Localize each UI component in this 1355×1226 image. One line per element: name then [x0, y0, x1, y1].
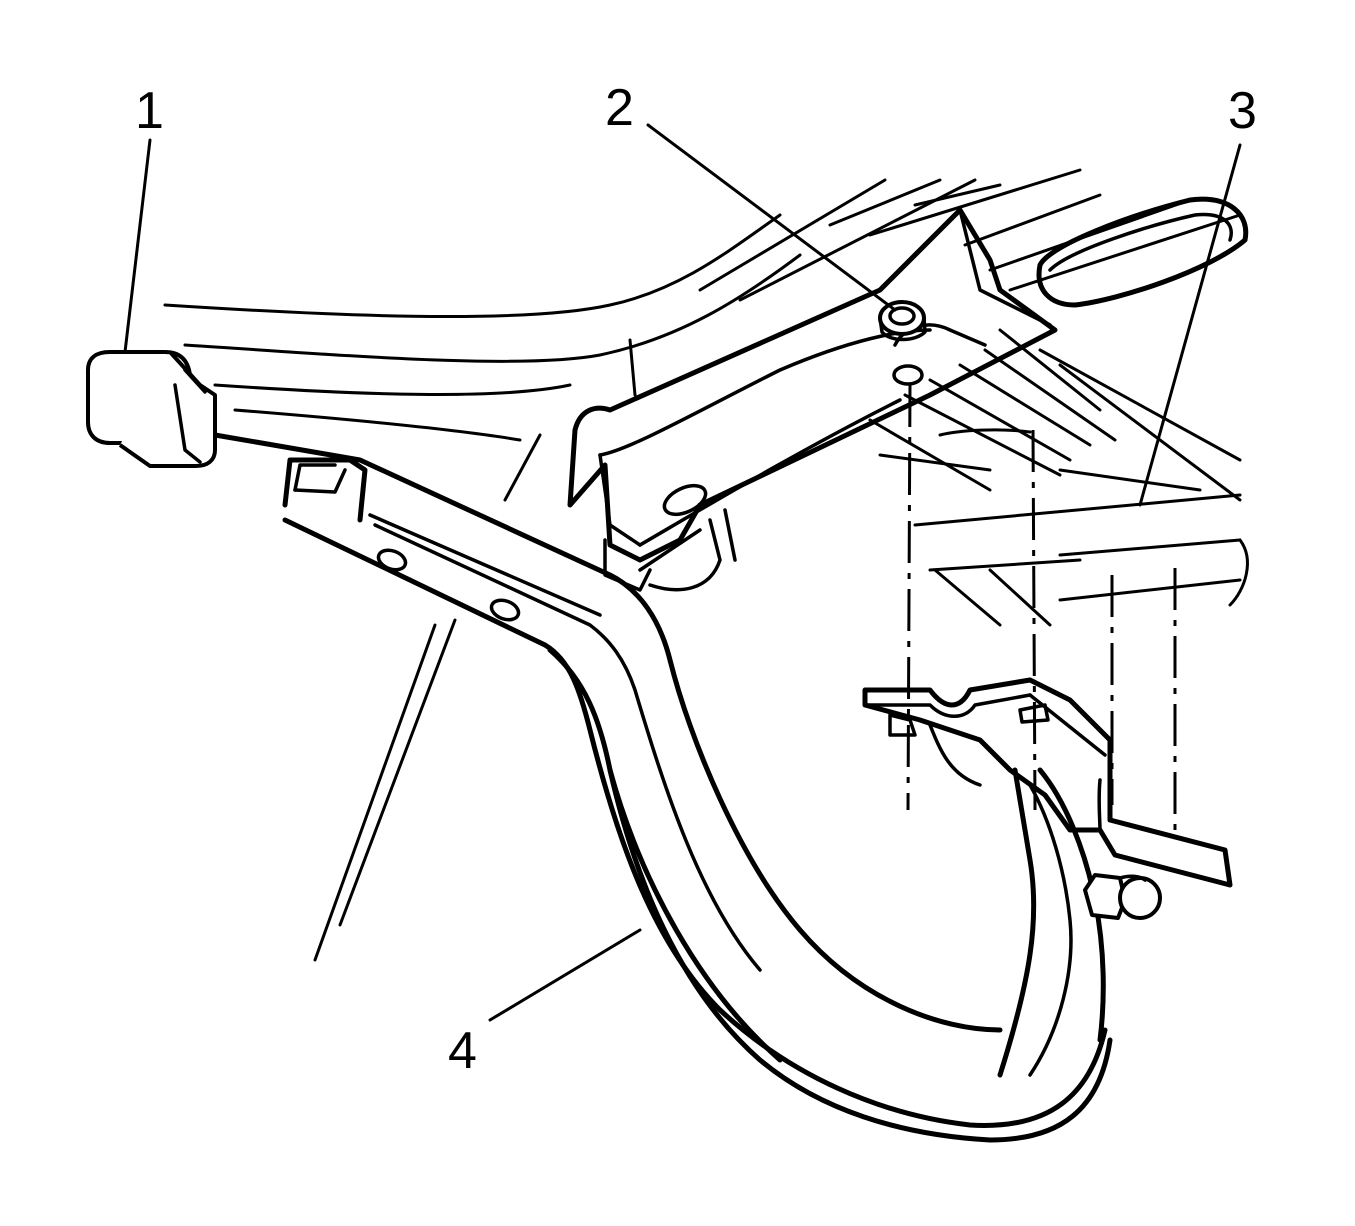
callout-2: 2	[605, 79, 634, 137]
alignment-lines	[906, 384, 1177, 835]
hitch-receiver-tube	[212, 432, 1113, 1143]
callout-1: 1	[135, 82, 164, 140]
bolt-item-2	[878, 300, 927, 386]
callout-4: 4	[448, 1022, 477, 1080]
frame-background	[163, 168, 1249, 627]
leader-lines	[123, 123, 1242, 1022]
callout-3: 3	[1228, 82, 1257, 140]
receiver-cap-item-1	[86, 350, 217, 468]
mounting-bracket	[862, 677, 1233, 1078]
